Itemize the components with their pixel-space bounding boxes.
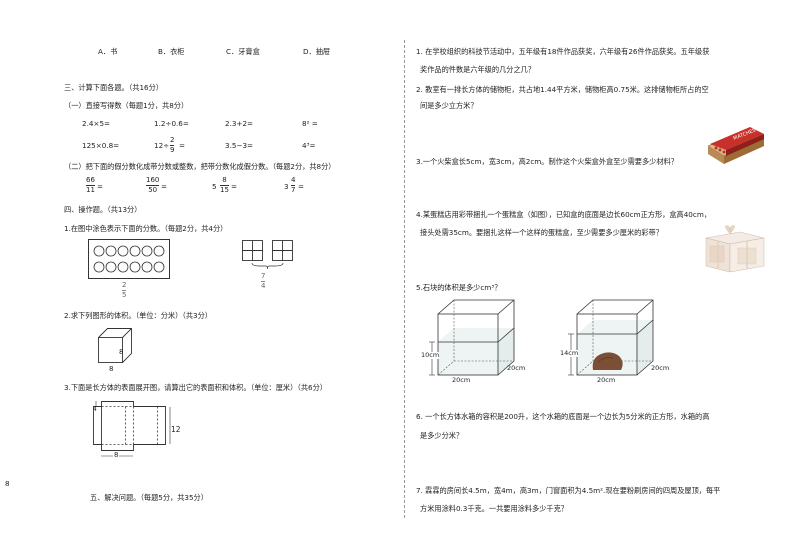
circle-grid (88, 239, 170, 279)
net-bottom-label: 8 (113, 451, 120, 459)
section-3-part2: （二）把下面的假分数化成带分数或整数，把带分数化成假分数。（每题2分，共8分） (64, 162, 336, 171)
calc-5: 125×0.8= (82, 141, 120, 150)
box-net-figure (93, 401, 171, 457)
problem-1-line-1: 1. 在学校组织的科技节活动中，五年级有18件作品获奖，六年级有26件作品获奖。… (416, 47, 710, 56)
q1-frac1-den: 5 (122, 291, 127, 299)
calc-6-fraction: 2 9 (170, 136, 175, 154)
frac-2-num: 160 (146, 176, 160, 184)
tank-1-height-label: 10cm (421, 351, 440, 359)
q1-frac2-num: 7 (261, 272, 266, 280)
margin-number: 8 (5, 479, 10, 488)
cube-side-label: 8 (119, 348, 124, 356)
frac-1-den: 11 (86, 186, 95, 194)
frac-4-whole: 3 (284, 182, 289, 191)
mixed-frac-3: 8 15 (220, 177, 229, 194)
mixed-frac-2: 160 50 (146, 176, 160, 194)
frac-3-den: 15 (220, 186, 229, 194)
frac-1-num: 66 (86, 176, 95, 184)
calc-6-prefix: 12÷ (154, 141, 170, 150)
calc-2: 1.2÷0.6= (154, 119, 189, 128)
q1-fraction-2: 7 4 (261, 272, 266, 290)
net-small-label: 4 (93, 406, 97, 413)
q1-fraction-1: 2 5 (122, 281, 127, 299)
option-d: D．抽屉 (303, 47, 331, 56)
section-4-q2: 2.求下列图形的体积。（单位：分米）（共3分） (64, 311, 212, 320)
q1-frac2-den: 4 (261, 282, 266, 290)
q1-frac1-num: 2 (122, 281, 127, 289)
problem-7-line-2: 方米用涂料0.3千克。一共要用涂料多少千克？ (420, 504, 568, 513)
problem-2-line-2: 间是多少立方米？ (420, 101, 478, 110)
tank-2-figure (568, 299, 654, 376)
equals-1: = (97, 182, 104, 191)
section-3-part1: （一）直接写得数（每题1分，共8分） (64, 101, 189, 110)
section-5-title: 五、解决问题。（每题5分，共35分） (90, 493, 208, 502)
square-grids (242, 240, 293, 270)
calc-6-den: 9 (170, 146, 175, 154)
matchbox-image: MATCHES (707, 127, 765, 164)
option-c: C．牙膏盒 (226, 47, 260, 56)
problem-5: 5.石块的体积是多少cm³？ (416, 283, 502, 292)
tank-1-bottom-label: 20cm (452, 376, 471, 384)
problem-4-line-2: 接头处需35cm。要捆扎这样一个这样的蛋糕盒，至少需要多少厘米的彩带？ (420, 228, 663, 237)
equals-4: = (298, 182, 305, 191)
frac-3-whole: 5 (212, 182, 217, 191)
frac-2-den: 50 (148, 186, 158, 194)
equals-2: = (161, 182, 168, 191)
calc-6-num: 2 (170, 136, 175, 144)
mixed-frac-1: 66 11 (86, 177, 95, 194)
cake-box-image (705, 225, 765, 273)
frac-4-den: 7 (291, 186, 296, 194)
column-divider (404, 40, 405, 518)
calc-1: 2.4×5= (82, 119, 111, 128)
tank-1-figure (429, 299, 515, 376)
tank-2-right-label: 20cm (651, 364, 670, 372)
problem-4-line-1: 4.某蛋糕店用彩带捆扎一个蛋糕盒（如图），已知盒的底面是边长60cm正方形，盒高… (416, 210, 712, 219)
section-4-q3: 3.下面是长方体的表面展开图，请算出它的表面积和体积。（单位：厘米）（共6分） (64, 383, 327, 392)
calc-3: 2.3+2= (225, 119, 254, 128)
equals-3: = (231, 182, 238, 191)
section-3-title: 三、计算下面各题。（共16分） (64, 83, 163, 92)
option-a: A．书 (98, 47, 118, 56)
frac-4-num: 4 (291, 176, 296, 184)
problem-7-line-1: 7. 霖霖的房间长4.5m，宽4m，高3m，门窗面积为4.5m².现在要粉刷房间… (416, 486, 721, 495)
problem-6-line-1: 6. 一个长方体水箱的容积是200升，这个水箱的底面是一个边长为5分米的正方形，… (416, 412, 710, 421)
section-4-title: 四、操作题。（共13分） (64, 205, 142, 214)
tank-1-right-label: 20cm (507, 364, 526, 372)
problem-6-line-2: 是多少分米？ (420, 431, 464, 440)
tank-2-bottom-label: 20cm (597, 376, 616, 384)
problem-3: 3.一个火柴盒长5cm，宽3cm，高2cm。制作这个火柴盒外盒至少需要多少材料？ (416, 157, 678, 166)
calc-7: 3.5−3= (225, 141, 254, 150)
option-b: B．衣柜 (158, 47, 185, 56)
net-side-label: 12 (171, 425, 181, 434)
frac-3-num: 8 (222, 176, 227, 184)
section-4-q1: 1.在图中涂色表示下面的分数。（每题2分，共4分） (64, 224, 228, 233)
calc-4: 8² = (302, 119, 318, 128)
problem-1-line-2: 奖作品的件数是六年级的几分之几？ (420, 65, 536, 74)
tank-2-height-label: 14cm (560, 349, 579, 357)
cube-bottom-label: 8 (109, 365, 114, 373)
stone-shape (592, 352, 623, 370)
cube-figure (98, 328, 132, 363)
calc-6-suffix: = (179, 141, 186, 150)
calc-8: 4³= (302, 141, 316, 150)
problem-2-line-1: 2. 教室有一排长方体的储物柜，共占地1.44平方米，储物柜高0.75米。这排储… (416, 85, 709, 94)
mixed-frac-4: 4 7 (291, 176, 296, 194)
